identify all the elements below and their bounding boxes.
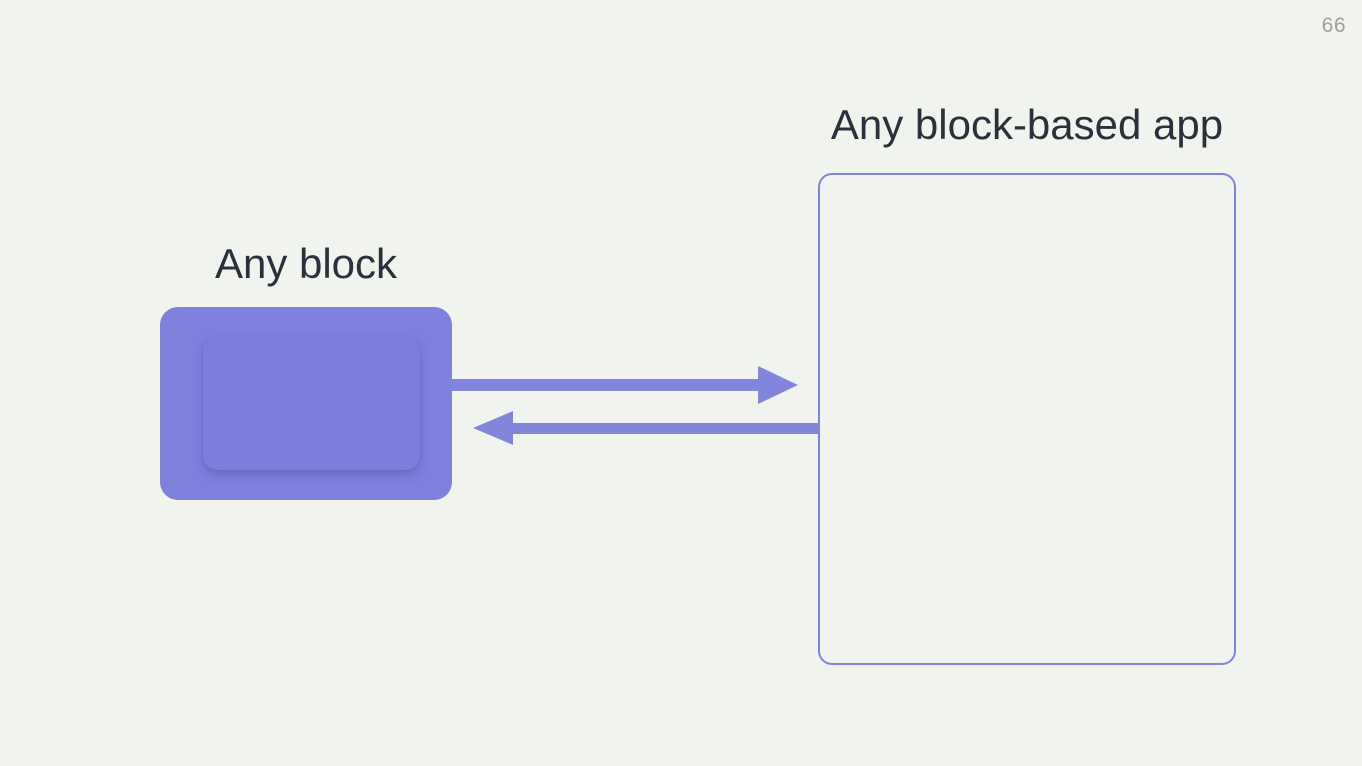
app-outline-shape bbox=[818, 173, 1236, 665]
any-block-inner-shape bbox=[203, 337, 420, 470]
arrow-left-icon bbox=[473, 411, 818, 445]
app-label: Any block-based app bbox=[830, 101, 1224, 148]
block-label: Any block bbox=[214, 240, 398, 287]
arrow-right-icon bbox=[452, 366, 798, 404]
any-block-shape bbox=[160, 307, 452, 500]
page-number: 66 bbox=[1321, 14, 1346, 37]
